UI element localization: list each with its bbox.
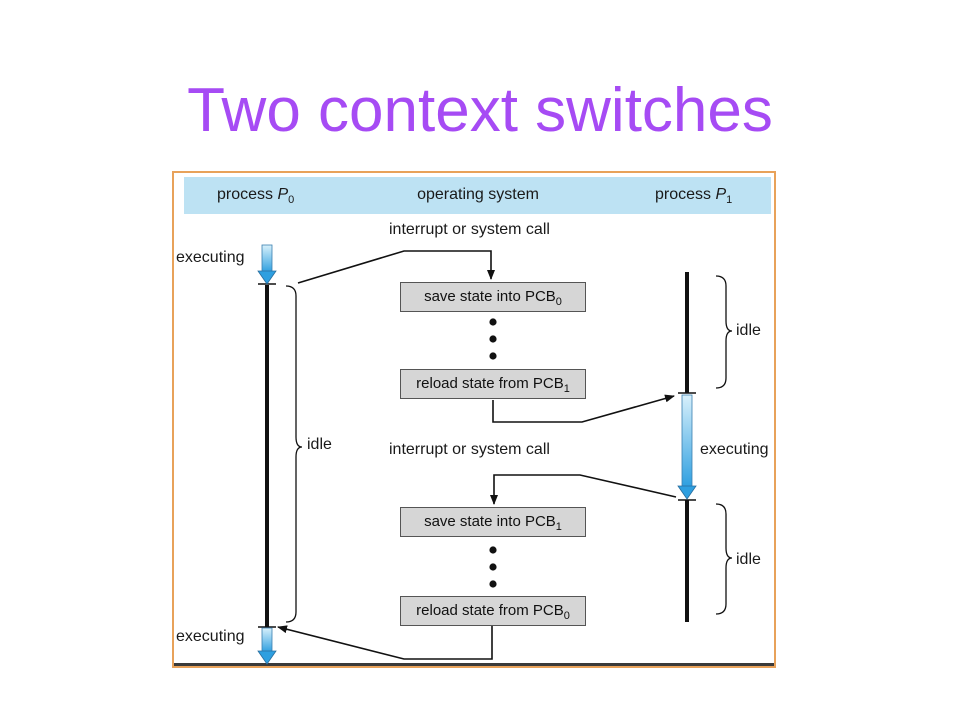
box-save-state-pcb0: save state into PCB0 [400, 282, 586, 312]
figure-frame [172, 171, 776, 668]
label-idle-p1-bottom: idle [736, 551, 761, 568]
label-idle-p1-top: idle [736, 322, 761, 339]
label-interrupt-top: interrupt or system call [389, 221, 550, 238]
box-save-state-pcb1-sub: 1 [555, 521, 562, 533]
p1-executing-arrow [677, 394, 697, 500]
label-idle-p0: idle [307, 436, 332, 453]
header-process-p0: process P0 [217, 186, 294, 206]
header-process-p0-sub: 0 [288, 194, 295, 206]
header-process-p1-sub: 1 [726, 194, 733, 206]
header-process-p0-text: process P [217, 186, 289, 203]
box-reload-state-pcb0: reload state from PCB0 [400, 596, 586, 626]
box-save-state-pcb0-sub: 0 [555, 296, 562, 308]
os-dots-top [489, 318, 497, 360]
label-executing-p0-top: executing [176, 249, 245, 266]
p0-executing-arrow-top [257, 244, 277, 285]
header-process-p0-text-italic-p: P [277, 186, 289, 203]
label-executing-p1: executing [700, 441, 769, 458]
p1-timeline [678, 272, 696, 622]
p0-idle-brace [285, 285, 303, 623]
box-reload-state-pcb0-text: reload state from PCB [416, 602, 564, 619]
header-operating-system: operating system [417, 186, 539, 204]
box-save-state-pcb0-text: save state into PCB [424, 288, 556, 305]
arrow-p0-to-save-pcb0 [297, 250, 495, 284]
box-reload-state-pcb1-sub: 1 [563, 383, 570, 395]
p0-timeline [258, 283, 276, 628]
arrow-reload-pcb0-to-p0 [277, 625, 493, 660]
p0-executing-arrow-bottom [257, 627, 277, 665]
box-save-state-pcb1-text: save state into PCB [424, 513, 556, 530]
p1-idle-brace-top [715, 275, 733, 389]
arrow-p1-to-save-pcb1 [490, 474, 677, 505]
box-reload-state-pcb0-sub: 0 [563, 610, 570, 622]
header-band [184, 177, 771, 214]
box-reload-state-pcb1-text: reload state from PCB [416, 375, 564, 392]
header-process-p1-text: process P [655, 186, 727, 203]
header-process-p1: process P1 [655, 186, 732, 206]
label-interrupt-mid: interrupt or system call [389, 441, 550, 458]
box-reload-state-pcb1: reload state from PCB1 [400, 369, 586, 399]
label-executing-p0-bottom: executing [176, 628, 245, 645]
p1-idle-brace-bottom [715, 503, 733, 615]
slide-title: Two context switches [187, 76, 773, 145]
header-operating-system-text: operating system [417, 186, 539, 203]
header-process-p1-text-italic-p: P [715, 186, 727, 203]
os-dots-bottom [489, 546, 497, 588]
box-save-state-pcb1: save state into PCB1 [400, 507, 586, 537]
arrow-reload-pcb1-to-p1 [492, 394, 675, 423]
